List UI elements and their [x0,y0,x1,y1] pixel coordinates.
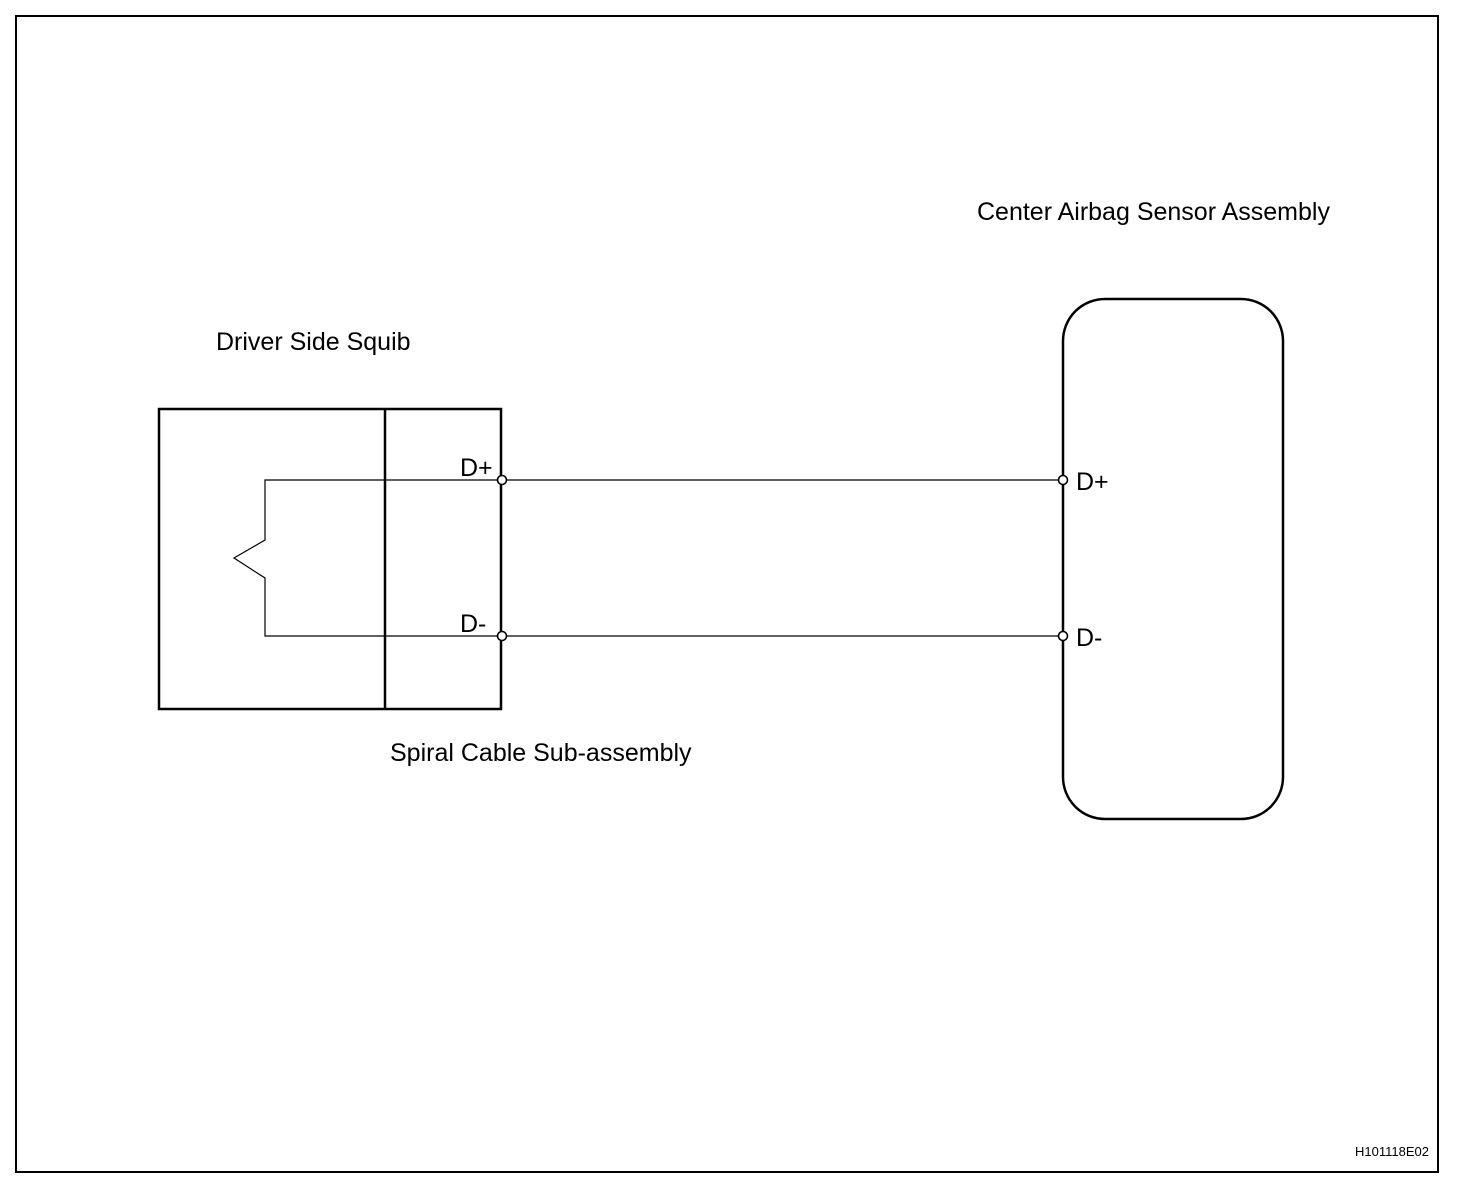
figure-code: H101118E02 [1355,1144,1429,1159]
terminal-squib-d-minus [496,630,508,642]
terminal-squib-d-plus [496,474,508,486]
sensor-d-minus-label: D- [1076,624,1102,652]
spiral-cable-label: Spiral Cable Sub-assembly [390,739,692,767]
terminal-sensor-d-plus [1057,474,1069,486]
diagram-frame [15,15,1439,1173]
squib-d-minus-label: D- [460,610,486,638]
squib-label: Driver Side Squib [216,328,411,356]
sensor-d-plus-label: D+ [1076,468,1109,496]
sensor-assembly-label: Center Airbag Sensor Assembly [977,198,1330,226]
squib-connector-box [157,407,503,711]
squib-d-plus-label: D+ [460,454,493,482]
squib-element-symbol [232,479,501,637]
sensor-assembly-box [1061,297,1285,821]
terminal-sensor-d-minus [1057,630,1069,642]
